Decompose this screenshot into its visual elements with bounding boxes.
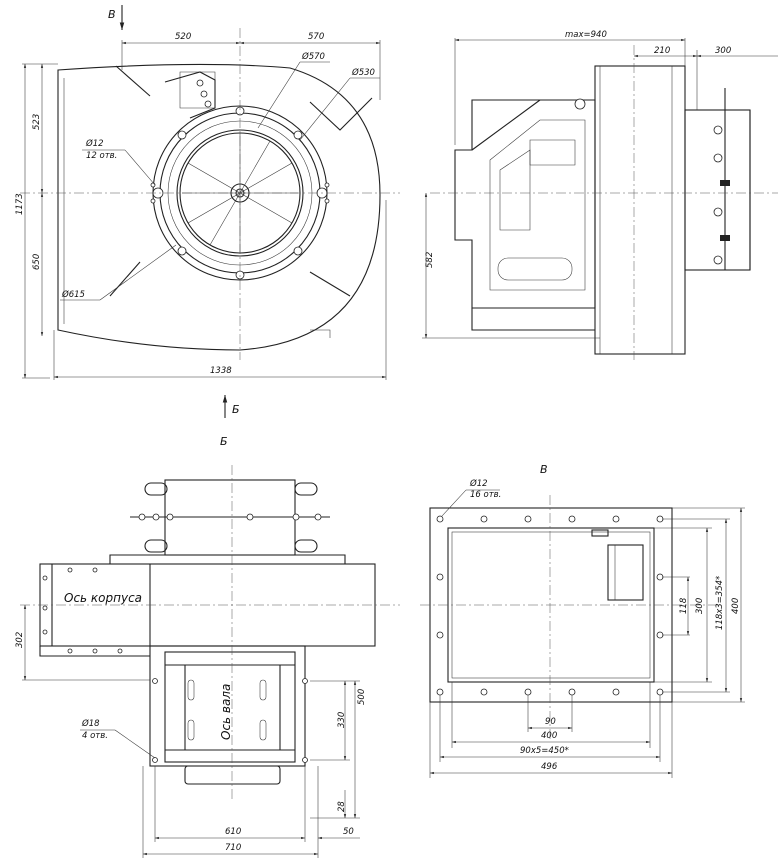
- dim-max940: max=940: [565, 30, 607, 40]
- dim-d570: Ø570: [301, 51, 325, 62]
- dim-4holes: 4 отв.: [82, 731, 108, 741]
- damper-levers: [713, 125, 730, 265]
- dim-610: 610: [225, 827, 241, 837]
- dim-d615: Ø615: [61, 289, 85, 300]
- view-arrow-v: В: [108, 8, 116, 21]
- casing: [594, 65, 686, 355]
- dim-1173: 1173: [15, 193, 25, 215]
- dim-520: 520: [175, 32, 191, 42]
- view-b-title: Б: [220, 435, 228, 448]
- dim-118x3: 118х3=354*: [715, 576, 725, 630]
- side-view: max=940 210 300 582: [422, 30, 778, 360]
- dim-d530: Ø530: [351, 67, 375, 78]
- label-shaft-axis: Ось вала: [219, 684, 233, 740]
- dim-570: 570: [308, 32, 324, 42]
- label-body-axis: Ось корпуса: [64, 591, 142, 605]
- flange-holes: [436, 515, 664, 696]
- dim-650: 650: [32, 254, 42, 270]
- dim-500: 500: [357, 689, 367, 705]
- dim-300-side: 300: [715, 46, 731, 56]
- dim-1338: 1338: [210, 366, 232, 376]
- dim-710: 710: [225, 843, 241, 853]
- dim-90x5: 90х5=450*: [520, 746, 569, 756]
- dim-118: 118: [679, 597, 689, 614]
- dim-d12-v: Ø12: [469, 478, 488, 489]
- dim-210: 210: [654, 46, 670, 56]
- view-arrow-b: Б: [232, 403, 240, 416]
- dim-50: 50: [343, 827, 354, 837]
- dim-400-vert: 400: [731, 598, 741, 614]
- dim-12holes: 12 отв.: [86, 151, 117, 161]
- dim-d18: Ø18: [81, 718, 100, 729]
- dim-300-v: 300: [695, 598, 705, 614]
- dim-16holes: 16 отв.: [470, 490, 501, 500]
- view-v-title: В: [540, 463, 548, 476]
- dim-90: 90: [545, 717, 556, 727]
- dim-582: 582: [425, 252, 435, 268]
- dim-28: 28: [337, 801, 347, 812]
- dim-523: 523: [32, 114, 42, 130]
- dim-330: 330: [337, 712, 347, 728]
- volute-housing: [57, 63, 381, 351]
- view-v: В Ø12 16 отв. 118 300 1: [420, 463, 745, 778]
- dim-400-horiz: 400: [541, 731, 557, 741]
- front-view: 520 570 Ø570 Ø530 Ø12 12 отв. Ø615 523 6…: [15, 5, 400, 418]
- motor-frame: [454, 99, 596, 309]
- dim-d12: Ø12: [85, 138, 104, 149]
- view-b: Б Ось корпуса: [15, 435, 400, 858]
- dim-302: 302: [15, 632, 25, 648]
- dim-496: 496: [541, 762, 558, 772]
